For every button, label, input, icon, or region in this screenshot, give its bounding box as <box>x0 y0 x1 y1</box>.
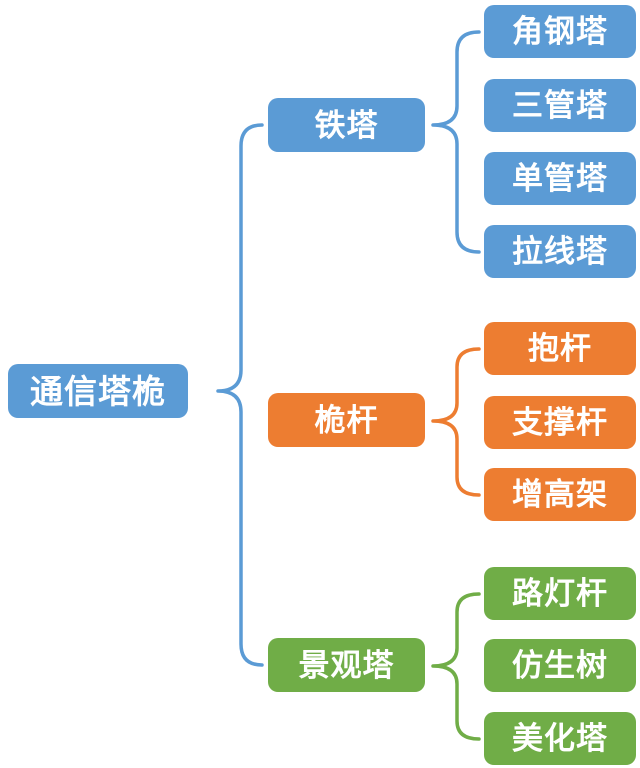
child-node-2-2: 美化塔 <box>484 712 636 765</box>
child-node-label: 拉线塔 <box>512 234 608 269</box>
child-node-label: 三管塔 <box>512 88 608 123</box>
child-node-1-0: 抱杆 <box>484 322 636 375</box>
child-node-1-1: 支撑杆 <box>484 396 636 449</box>
child-node-2-0: 路灯杆 <box>484 567 636 620</box>
child-node-label: 仿生树 <box>512 648 608 683</box>
branch-node-2: 景观塔 <box>268 638 425 692</box>
root-node-label: 通信塔桅 <box>30 372 166 410</box>
child-node-1-2: 增高架 <box>484 468 636 521</box>
branch-0-brace-connector <box>431 30 481 254</box>
child-node-label: 支撑杆 <box>512 405 608 440</box>
child-node-0-2: 单管塔 <box>484 152 636 205</box>
child-node-0-0: 角钢塔 <box>484 5 636 58</box>
branch-1-brace-connector <box>431 347 481 497</box>
branch-node-0: 铁塔 <box>268 98 425 152</box>
branch-2-brace-connector <box>431 592 481 741</box>
child-node-label: 抱杆 <box>528 331 592 366</box>
branch-node-label: 景观塔 <box>298 647 395 683</box>
child-node-label: 美化塔 <box>512 721 608 756</box>
root-node: 通信塔桅 <box>8 364 188 418</box>
child-node-label: 单管塔 <box>512 161 608 196</box>
child-node-0-3: 拉线塔 <box>484 225 636 278</box>
root-brace-connector <box>216 123 264 667</box>
branch-node-label: 铁塔 <box>314 107 379 143</box>
child-node-0-1: 三管塔 <box>484 79 636 132</box>
child-node-label: 路灯杆 <box>512 576 608 611</box>
child-node-label: 增高架 <box>512 477 608 512</box>
branch-node-1: 桅杆 <box>268 393 425 447</box>
branch-node-label: 桅杆 <box>314 402 379 438</box>
child-node-label: 角钢塔 <box>512 14 608 49</box>
child-node-2-1: 仿生树 <box>484 639 636 692</box>
